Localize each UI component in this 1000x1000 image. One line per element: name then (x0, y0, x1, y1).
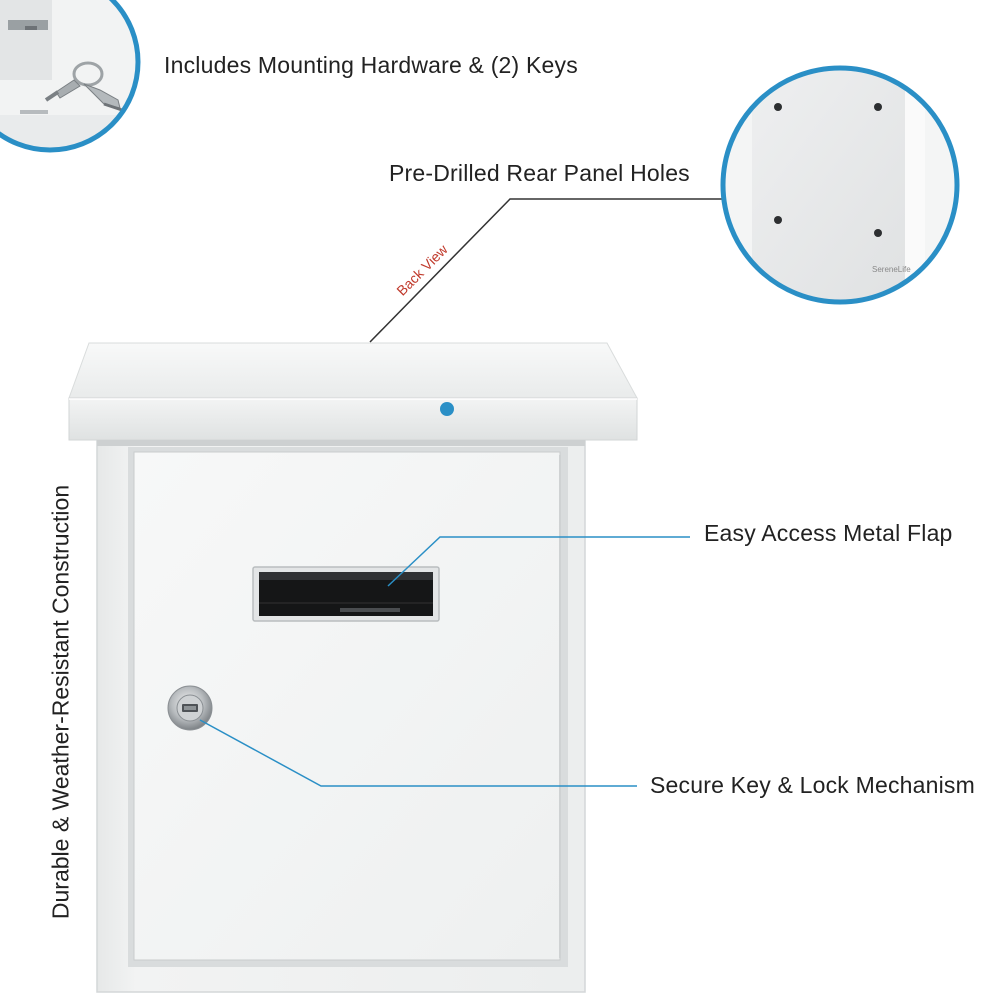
rear-hole-icon (774, 103, 782, 111)
metal-flap (252, 566, 440, 622)
hardware-callout: Includes Mounting Hardware & (2) Keys (164, 52, 578, 78)
callout-lines (199, 198, 725, 787)
rear-panel-inset-ring (720, 65, 960, 305)
rear-hole-icon (874, 229, 882, 237)
mailbox-roof-front (68, 397, 638, 441)
rear-holes-callout: Pre-Drilled Rear Panel Holes (389, 160, 690, 186)
rear-hole-icon (774, 216, 782, 224)
rear-panel-inset: SereneLife (720, 65, 960, 305)
back-view-leader (369, 198, 725, 343)
rear-hole-icon (874, 103, 882, 111)
keys-inset (0, 0, 141, 153)
key-lock (167, 685, 213, 731)
keys-icon (44, 61, 123, 112)
lock-leader (199, 719, 637, 787)
mailbox-roof-top (68, 342, 638, 399)
back-view-marker-dot (440, 402, 454, 416)
flap-callout: Easy Access Metal Flap (704, 520, 953, 546)
brand-mark: SereneLife (872, 265, 911, 274)
construction-callout: Durable & Weather-Resistant Construction (47, 484, 74, 920)
flap-leader (387, 536, 690, 587)
lock-callout: Secure Key & Lock Mechanism (650, 772, 975, 798)
mailbox (68, 342, 638, 993)
keys-inset-ring (0, 0, 141, 153)
